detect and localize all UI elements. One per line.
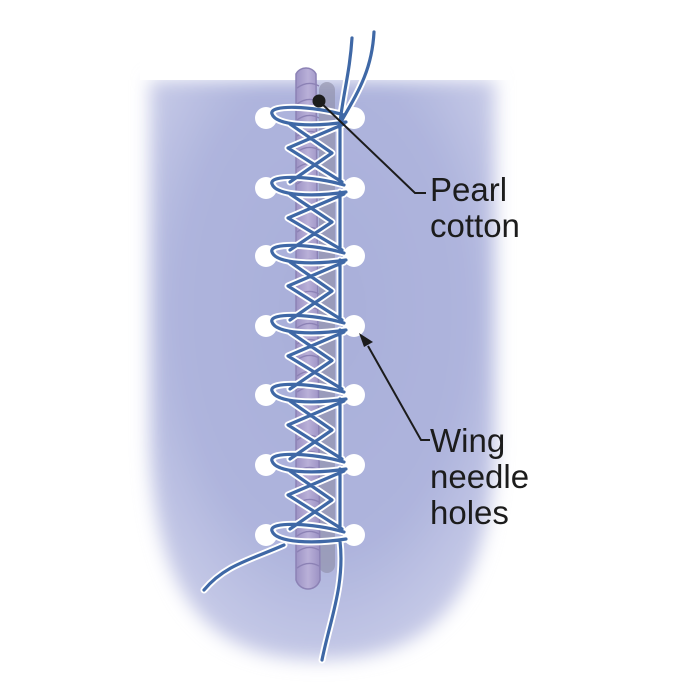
pearl-cotton-leader [312, 94, 426, 194]
wing-needle-holes-label: Wing needle holes [430, 423, 529, 531]
wing-needle-holes-label-line1: Wing [430, 422, 506, 459]
cord-twist-line [296, 530, 320, 537]
pearl-cotton-label-line2: cotton [430, 207, 520, 244]
pearl-cotton-leader-line [318, 100, 426, 194]
wing-needle-holes-label-line2: needle [430, 458, 530, 495]
cord-twist-line [296, 562, 320, 569]
wing-needle-leader-line [367, 345, 430, 441]
cord-twist-line [296, 322, 320, 329]
wing-needle-holes-label-line3: holes [430, 494, 509, 531]
hole-right-7 [343, 524, 365, 546]
pearl-cotton-label-line1: Pearl [430, 171, 508, 208]
cord-twist-line [296, 82, 320, 89]
thread-main [202, 30, 376, 662]
fabric-top-edge [140, 0, 510, 80]
stitch-thread [200, 28, 378, 664]
pearl-cotton-label: Pearl cotton [430, 172, 520, 244]
wing-needle-leader [359, 333, 430, 441]
arrowhead-icon [359, 333, 373, 347]
cord-twist-line [296, 546, 320, 553]
cord-twist-line [296, 114, 320, 121]
